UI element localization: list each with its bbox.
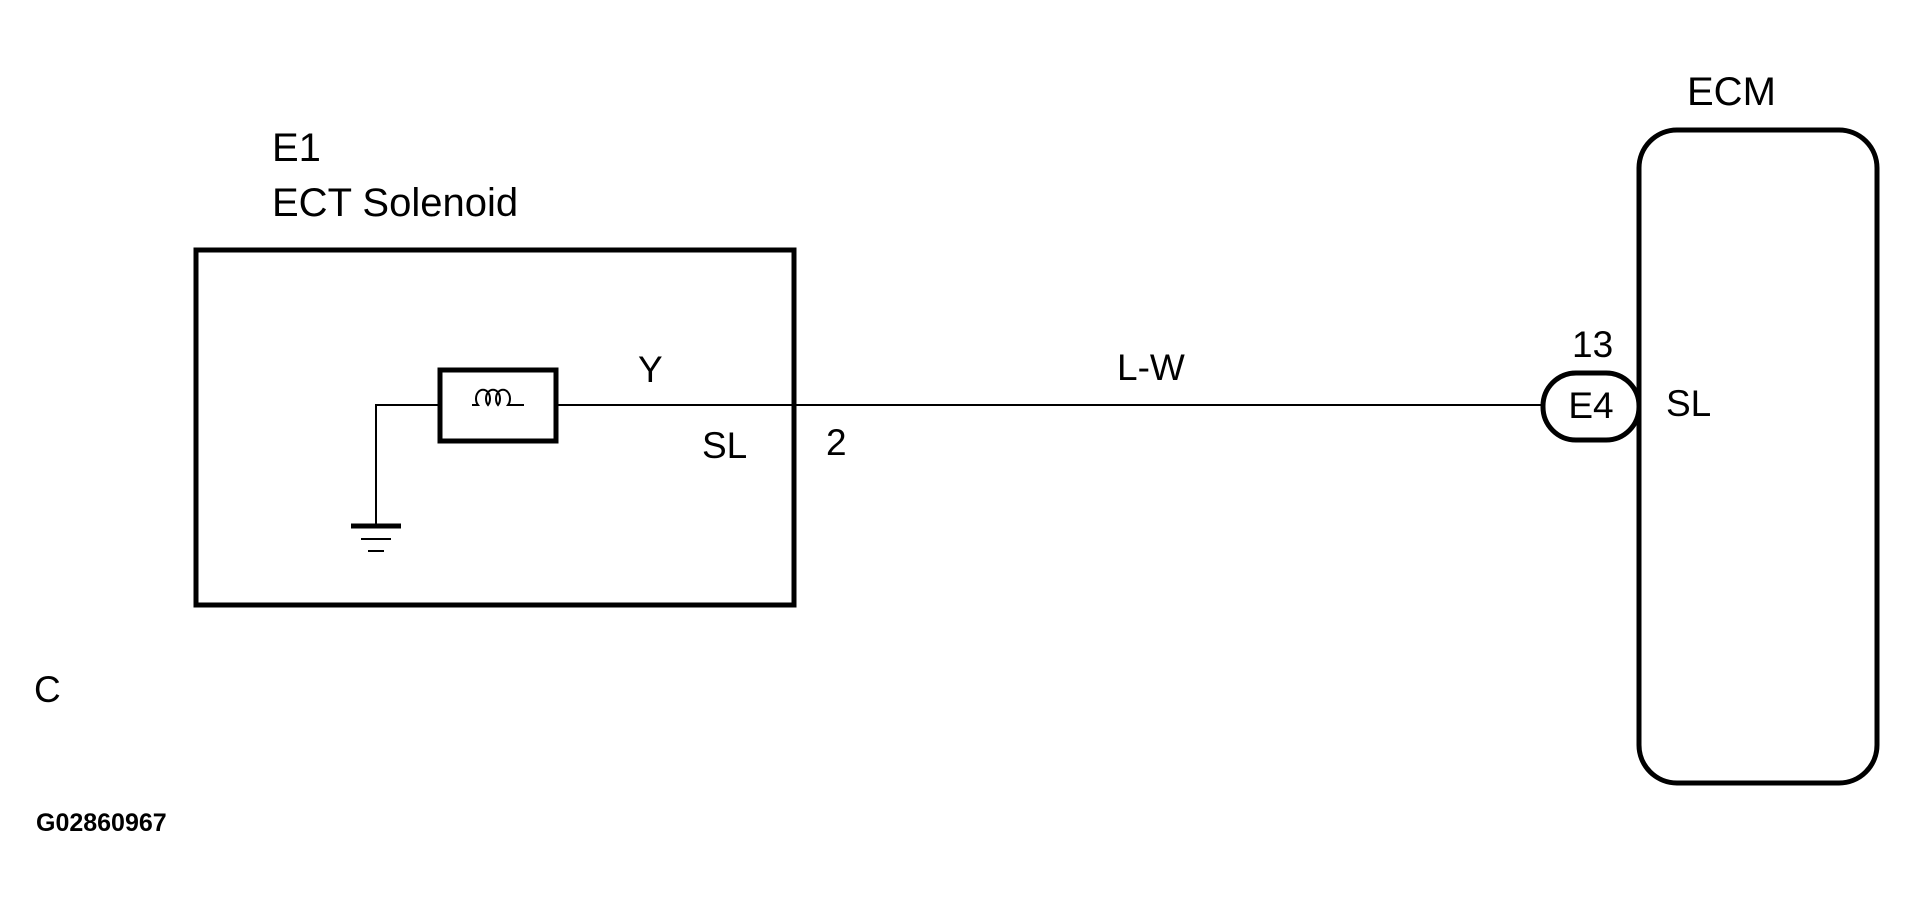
figure-code-label: G02860967	[36, 809, 167, 837]
solenoid-pin-label: 2	[826, 422, 847, 463]
solenoid-enclosure	[193, 247, 797, 608]
solenoid-coil-icon	[437, 367, 559, 444]
ecm-terminal-label: SL	[1666, 383, 1711, 424]
component-name-label: ECT Solenoid	[272, 181, 518, 225]
internal-wire-color-label: Y	[638, 349, 663, 390]
connector-id-label: E4	[1568, 385, 1613, 426]
corner-letter-label: C	[34, 669, 61, 710]
solenoid-terminal-label: SL	[702, 425, 747, 466]
harness-wire-color-label: L-W	[1117, 347, 1185, 388]
ecm-pin-label: 13	[1572, 324, 1613, 365]
component-ref-label: E1	[272, 126, 321, 170]
ground-icon	[351, 404, 440, 552]
ecm-name-label: ECM	[1687, 70, 1776, 114]
ecm-enclosure	[1636, 127, 1880, 786]
